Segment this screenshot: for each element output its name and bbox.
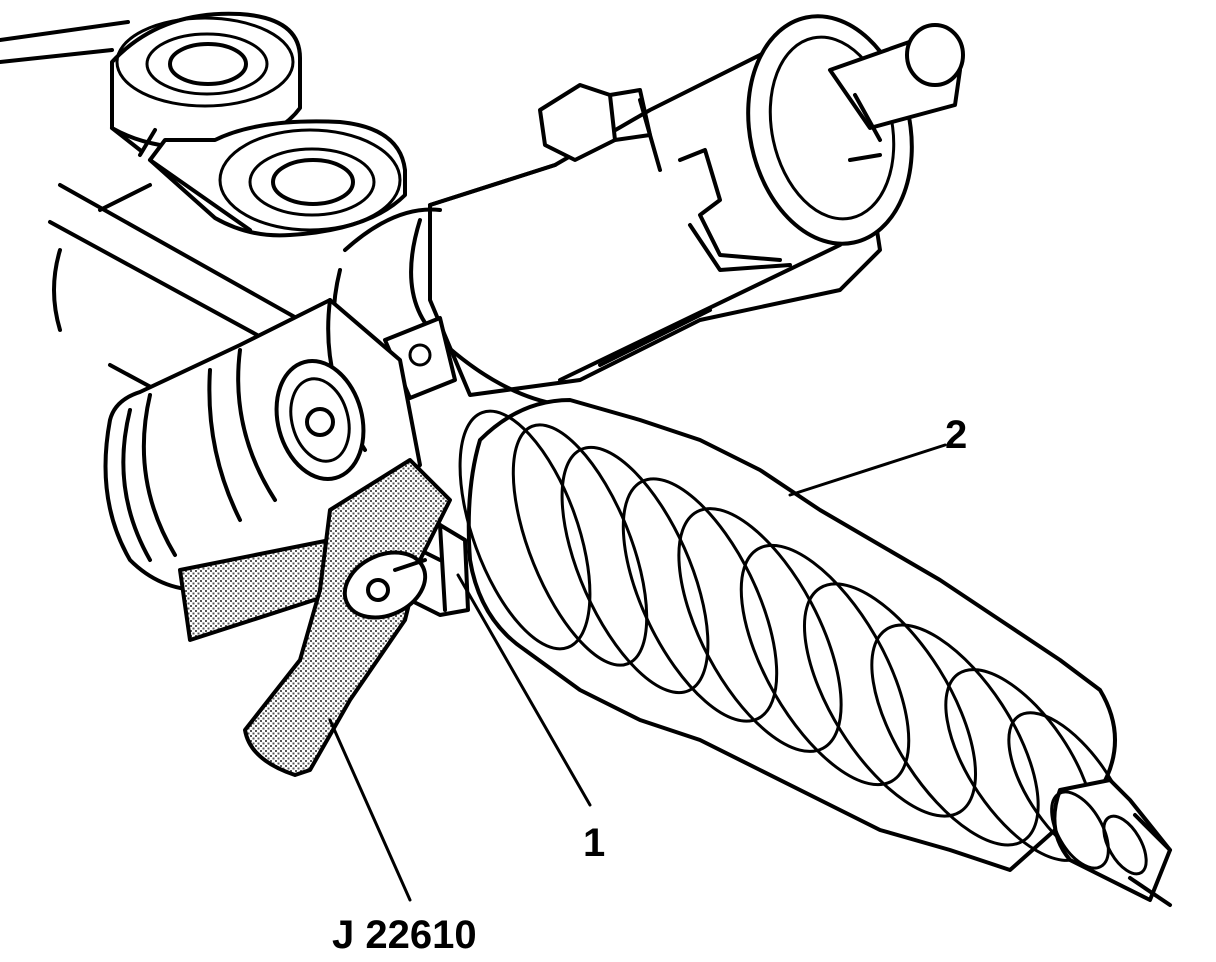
- gear-housing: [0, 11, 407, 394]
- leader-clamp: [456, 573, 592, 807]
- leader-lines: [328, 443, 947, 902]
- tie-rod: [1050, 778, 1172, 907]
- leader-boot: [788, 443, 947, 497]
- rubber-boot: [458, 398, 1133, 872]
- callout-label-boot: 2: [945, 413, 967, 457]
- callout-label-tool: J 22610: [332, 913, 477, 957]
- middle-mounting-boss: [148, 119, 407, 238]
- leader-tool: [328, 718, 412, 902]
- upper-mounting-boss: [110, 11, 302, 152]
- clamp-pliers-tool: [178, 458, 452, 777]
- callout-label-clamp: 1: [583, 821, 605, 865]
- valve-body: [331, 14, 965, 407]
